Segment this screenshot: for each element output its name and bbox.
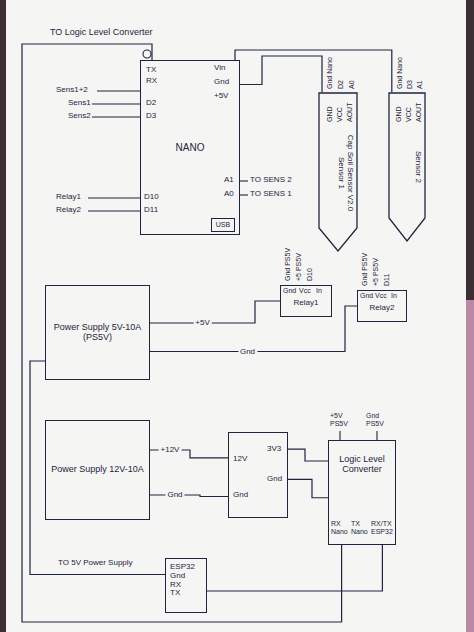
pin-label: VCC xyxy=(405,107,413,122)
pin-label: VCC xyxy=(336,107,344,122)
wire-connector xyxy=(288,479,328,497)
pin-label: D11 xyxy=(383,274,391,286)
wire-label: Gnd xyxy=(165,491,184,500)
wire-connector xyxy=(30,361,165,575)
wire-note: TO SENS 1 xyxy=(250,190,292,199)
wire-note: Gnd PS5V xyxy=(366,412,392,427)
pin-label: A0 xyxy=(348,80,356,89)
wire-note: Sens1+2 xyxy=(56,86,88,95)
wire-note: D10 xyxy=(144,193,159,202)
wire-connector xyxy=(22,44,342,622)
pin-name: 3V3 xyxy=(267,445,281,454)
node-text: ESP32 xyxy=(170,563,195,572)
probe-outline xyxy=(319,93,357,251)
pin-label: AOUT xyxy=(415,103,423,122)
sensor-name: Cap Soil Sensor V2.0 Sensor 1 xyxy=(336,132,354,214)
node-text: Power Supply 5V-10A xyxy=(54,323,142,333)
pin-label: AOUT xyxy=(346,103,354,122)
wire-label: +12V xyxy=(159,446,182,455)
wire-note: TX Nano xyxy=(351,520,371,535)
wire-note: Gnd xyxy=(360,292,373,300)
wire-note: Sens1 xyxy=(68,99,91,108)
wire-note: D2 xyxy=(146,99,156,108)
pin-label: D10 xyxy=(306,268,314,281)
node-text: Power Supply 12V-10A xyxy=(51,465,144,475)
wire-note: Gnd xyxy=(283,287,296,295)
node-text: RX xyxy=(170,581,181,590)
pin-label: D2 xyxy=(337,80,345,89)
pin-label: Gnd Nano xyxy=(326,57,334,89)
wire-connector xyxy=(150,301,280,323)
wire-connector xyxy=(150,495,228,497)
wire-note: In xyxy=(316,287,322,295)
wire-connector xyxy=(235,50,392,92)
wire-note: Gnd xyxy=(214,78,229,87)
wire-note: RX Nano xyxy=(331,520,351,535)
pin-name: Gnd xyxy=(233,491,248,500)
node-text: USB xyxy=(216,221,230,229)
pin-name: 12V xyxy=(233,455,247,464)
sensor-name: Sensor 2 xyxy=(413,132,422,202)
paper-sheet xyxy=(6,0,466,632)
wire-note: +5V xyxy=(214,92,228,101)
wire-note: D3 xyxy=(146,112,156,121)
pin-label: A1 xyxy=(416,80,424,89)
node-text: Relay1 xyxy=(294,299,319,308)
wire-note: D11 xyxy=(144,206,158,215)
wire-note: A0 xyxy=(224,190,234,199)
wire-label: +5V xyxy=(193,319,211,328)
pin-label: D3 xyxy=(406,80,414,89)
wire-label: Gnd xyxy=(238,347,257,356)
pin-label: Gnd PS5V xyxy=(284,248,292,281)
wire-note: TO 5V Power Supply xyxy=(58,559,133,568)
wire-note: TO Logic Level Converter xyxy=(50,28,152,38)
esp32-board: ESP32GndRXTX xyxy=(165,558,207,613)
wire-note: Sens2 xyxy=(68,112,91,121)
wire-note: Vcc xyxy=(375,292,387,300)
power-supply-box: Power Supply 5V-10A(PS5V) xyxy=(45,285,150,380)
wire-note: Vcc xyxy=(299,287,311,295)
wire-connector xyxy=(240,56,322,92)
node-text: Logic Level Converter xyxy=(333,455,391,475)
buck-converter: 12V Gnd 3V3Gnd xyxy=(228,432,288,518)
wire-note: Relay2 xyxy=(56,206,81,215)
wire-note: Vin xyxy=(214,64,225,73)
wire-note: RX xyxy=(146,77,157,86)
power-supply-box: Power Supply 12V-10A xyxy=(45,420,150,520)
wire-connector xyxy=(207,545,382,591)
pin-label: Gnd PS5V xyxy=(361,253,369,286)
pin-label: +5 PS5V xyxy=(295,253,303,281)
node-text: (PS5V) xyxy=(83,333,112,343)
cloth-edge xyxy=(466,300,474,632)
wire-note: Relay1 xyxy=(56,193,81,202)
wire-note: A1 xyxy=(224,176,234,185)
wire-note: RX/TX ESP32 xyxy=(371,520,395,535)
wire-connector xyxy=(288,449,328,461)
node-text: TX xyxy=(170,589,180,598)
probe-outline xyxy=(389,93,425,241)
pin-wires xyxy=(88,50,377,440)
wire-note: +5V PS5V xyxy=(330,412,356,427)
pin-label: Gnd Nano xyxy=(396,57,404,89)
wire-note: In xyxy=(391,292,397,300)
pin-name: Gnd xyxy=(267,475,282,484)
pin-label: +5 PS5V xyxy=(372,258,380,286)
pin-label: GND xyxy=(395,106,403,122)
node-text: NANO xyxy=(176,142,205,153)
pin-label: GND xyxy=(326,106,334,122)
wire-note: TO SENS 2 xyxy=(250,176,292,185)
usb-port: USB xyxy=(211,218,235,232)
node-text: Gnd xyxy=(170,572,185,581)
wire-note: TX xyxy=(146,66,156,75)
node-text: Relay2 xyxy=(370,304,395,313)
